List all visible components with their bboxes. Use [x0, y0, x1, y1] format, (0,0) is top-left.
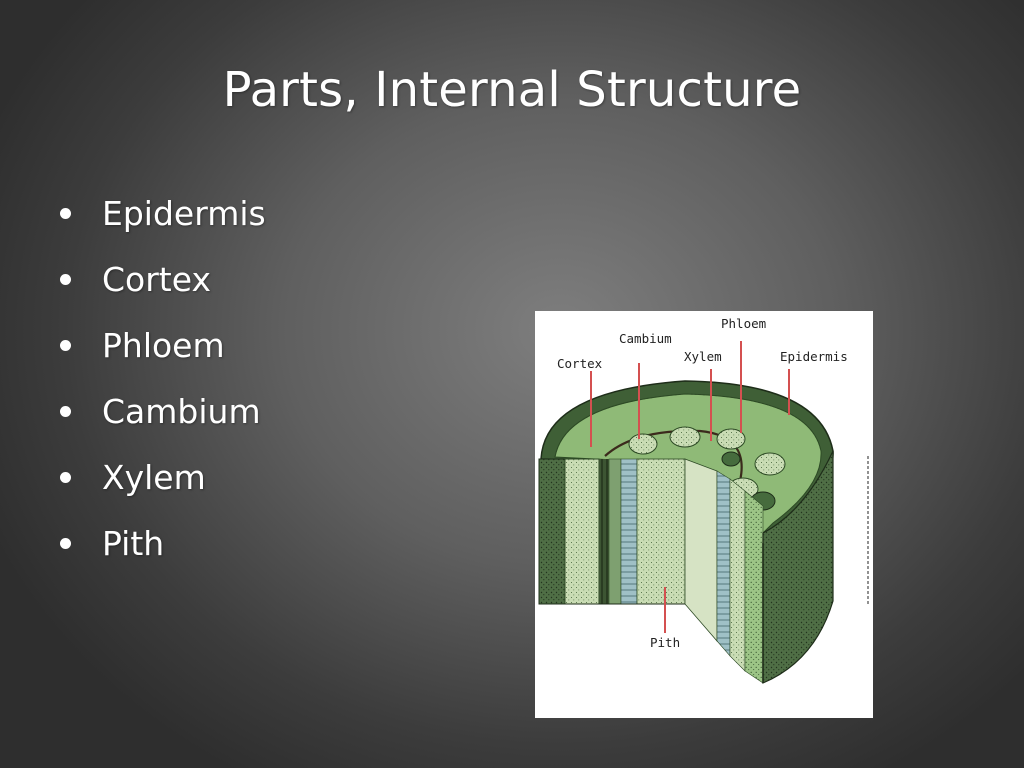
label-pith: Pith: [650, 635, 680, 650]
bullet-text: Phloem: [102, 326, 225, 365]
label-cambium: Cambium: [619, 331, 672, 346]
label-xylem: Xylem: [684, 349, 722, 364]
bullet-dot-icon: [60, 406, 71, 417]
bullet-item-cambium: Cambium: [60, 386, 266, 452]
bullet-item-pith: Pith: [60, 518, 266, 584]
bullet-item-phloem: Phloem: [60, 320, 266, 386]
bullet-text: Cambium: [102, 392, 261, 431]
bullet-text: Xylem: [102, 458, 206, 497]
stem-cut-face: [538, 450, 869, 684]
bullet-dot-icon: [60, 472, 71, 483]
diagram-labels: Phloem Cambium Xylem Cortex Epidermis Pi…: [557, 316, 848, 650]
bullet-item-epidermis: Epidermis: [60, 188, 266, 254]
bullet-item-cortex: Cortex: [60, 254, 266, 320]
label-phloem: Phloem: [721, 316, 766, 331]
bullet-text: Pith: [102, 524, 165, 563]
bullet-text: Epidermis: [102, 194, 266, 233]
bullet-text: Cortex: [102, 260, 211, 299]
label-cortex: Cortex: [557, 356, 603, 371]
stem-diagram: Phloem Cambium Xylem Cortex Epidermis Pi…: [538, 316, 869, 684]
bullet-dot-icon: [60, 274, 71, 285]
bullet-dot-icon: [60, 208, 71, 219]
label-epidermis: Epidermis: [780, 349, 848, 364]
bullet-item-xylem: Xylem: [60, 452, 266, 518]
label-pointers: [590, 341, 790, 633]
stem-cross-section-figure: Phloem Cambium Xylem Cortex Epidermis Pi…: [535, 311, 873, 718]
bullet-dot-icon: [60, 538, 71, 549]
bullet-dot-icon: [60, 340, 71, 351]
bullet-list: Epidermis Cortex Phloem Cambium Xylem Pi…: [60, 188, 266, 584]
slide-title: Parts, Internal Structure: [222, 62, 802, 118]
